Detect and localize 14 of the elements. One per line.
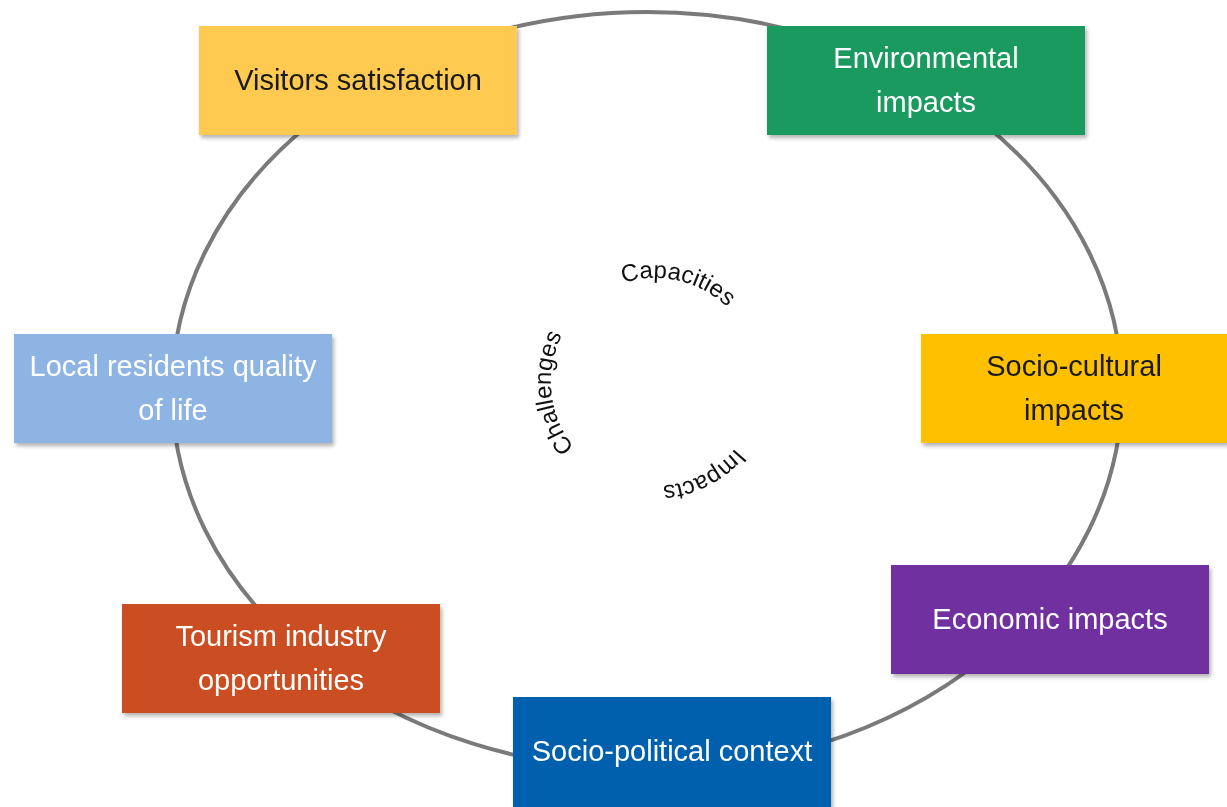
category-box (767, 26, 1085, 135)
box-label: Socio-political context (531, 734, 813, 770)
box-label: Socio-cultural impacts (985, 349, 1163, 428)
box-label: Tourism industry opportunities (174, 619, 388, 698)
category-box (14, 334, 332, 443)
box-label: Economic impacts (932, 601, 1168, 637)
box-label: Local residents quality of life (28, 349, 318, 428)
category-box (891, 565, 1209, 674)
box-label: Visitors satisfaction (234, 62, 482, 98)
category-box (513, 697, 831, 807)
box-label: Environmental impacts (832, 41, 1020, 120)
category-box (122, 604, 440, 713)
category-box (921, 334, 1227, 443)
category-box (199, 26, 517, 135)
